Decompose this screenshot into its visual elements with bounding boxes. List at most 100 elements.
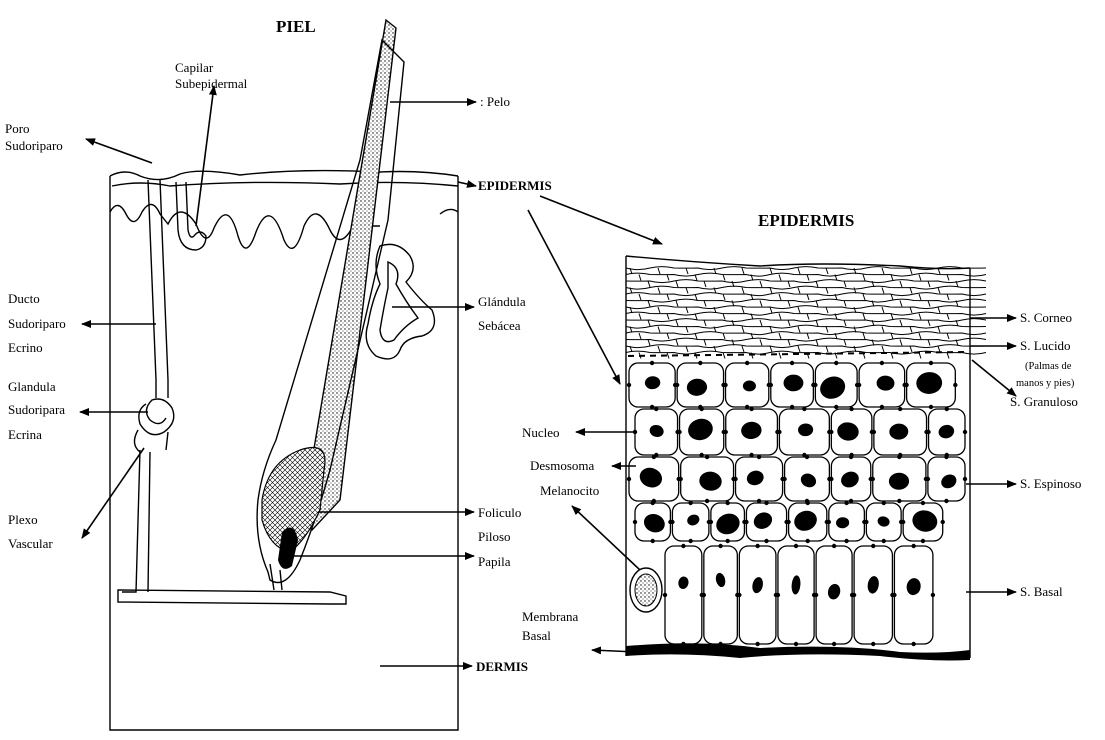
corneum-cell-edge (676, 340, 678, 346)
corneum-cell-edge (947, 333, 949, 339)
epidermal-cell (744, 501, 789, 543)
epidermal-cell (872, 407, 929, 457)
corneum-lamella (626, 280, 986, 283)
corneum-cell-edge (807, 314, 809, 320)
corneum-cell-edge (760, 340, 762, 346)
corneum-cell-edge (928, 340, 930, 346)
corneum-cell-edge (676, 301, 678, 307)
corneum-lamella (626, 338, 986, 341)
poro-arrow (86, 139, 152, 163)
corneum-cell-edge (816, 320, 818, 326)
corneum-cell-edge (742, 307, 744, 313)
epidermal-cell (901, 501, 945, 543)
epidermis-title: EPIDERMIS (758, 211, 854, 230)
epidermal-cell (737, 544, 778, 646)
epidermal-cell (852, 544, 895, 646)
corneum-cell-edge (779, 294, 781, 300)
corneum-cell-edge (919, 333, 921, 339)
epidermal-cell (829, 455, 873, 503)
corneum-cell-edge (807, 333, 809, 339)
corneum-cell-edge (704, 281, 706, 287)
corneum-cell-edge (928, 320, 930, 326)
corneum-cell-edge (798, 346, 800, 352)
desmosoma-label: Desmosoma (530, 458, 595, 473)
palmas-label-1: (Palmas de (1025, 361, 1072, 372)
corneum-cell-edge (947, 353, 949, 359)
corneum-cell-edge (658, 307, 660, 313)
piel-title: PIEL (276, 17, 316, 36)
corneum-cell-edge (648, 340, 650, 346)
corneum-cell-edge (910, 346, 912, 352)
connector-arrow-2 (528, 210, 620, 384)
epidermal-cell (786, 501, 829, 543)
epidermal-cell (678, 455, 735, 503)
corneum-cell-edge (639, 294, 641, 300)
corneum-cell-edge (947, 314, 949, 320)
lucido-label: S. Lucido (1020, 338, 1071, 353)
plexo-arrow (82, 448, 144, 538)
corneum-cell-edge (807, 294, 809, 300)
corneum-lamella (626, 345, 986, 348)
corneum-cell-edge (882, 327, 884, 333)
skin-surface-inner (112, 182, 458, 186)
corneum-cell-edge (938, 307, 940, 313)
epidermal-cell (670, 501, 711, 543)
epidermal-cell (864, 501, 903, 543)
corneum-cell-edge (667, 353, 669, 359)
corneum-cell-edge (844, 320, 846, 326)
membrana-label-1: Membrana (522, 609, 579, 624)
corneum-cell-edge (667, 333, 669, 339)
glandula-sudoripara-label-3: Ecrina (8, 427, 42, 442)
corneo-label: S. Corneo (1020, 310, 1072, 325)
sweat-duct (148, 180, 168, 398)
capillary-loop (176, 182, 206, 250)
corneum-cell-edge (788, 301, 790, 307)
epidermis-label: EPIDERMIS (478, 178, 552, 193)
corneum-cell-edge (928, 281, 930, 287)
corneum-cell-edge (788, 340, 790, 346)
corneum-cell-edge (658, 346, 660, 352)
sweat-gland-coil (134, 399, 173, 452)
sebaceous-gland (366, 244, 434, 359)
corneum-cell-edge (667, 275, 669, 281)
nucleo-label: Nucleo (522, 425, 560, 440)
epidermal-cell (904, 361, 957, 409)
epidermal-cell (892, 544, 935, 646)
plexo-label-2: Vascular (8, 536, 53, 551)
epidermal-cell (709, 501, 747, 543)
corneum-cell-edge (742, 268, 744, 274)
corneum-cell-edge (844, 340, 846, 346)
epidermal-cell (702, 544, 740, 646)
papila-label: Papila (478, 554, 511, 569)
epidermal-cell (926, 455, 967, 503)
epidermal-cell (777, 407, 831, 457)
corneum-cell-edge (928, 301, 930, 307)
corneum-cell-edge (798, 288, 800, 294)
vascular-vessel (122, 450, 150, 592)
corneum-cell-edge (742, 346, 744, 352)
corneum-cell-edge (863, 275, 865, 281)
epidermal-cell (827, 501, 867, 543)
corneum-cell-edge (844, 301, 846, 307)
corneum-cell-edge (900, 301, 902, 307)
poro-label-1: Poro (5, 121, 30, 136)
plexo-label-1: Plexo (8, 512, 38, 527)
stratum-corneum (626, 267, 986, 359)
epidermal-cell (782, 455, 831, 503)
vessel-to-papilla (270, 564, 282, 590)
corneum-cell-edge (704, 301, 706, 307)
melanocito-arrow (572, 506, 640, 570)
corneum-cell-edge (910, 307, 912, 313)
corneum-cell-edge (788, 320, 790, 326)
capilar-arrow (196, 86, 214, 226)
epidermal-cell (663, 544, 704, 646)
corneum-cell-edge (947, 275, 949, 281)
epidermal-cell (769, 361, 816, 409)
epidermal-cell (724, 407, 780, 457)
pelo-label: : Pelo (480, 94, 510, 109)
corneum-cell-edge (667, 294, 669, 300)
corneum-lamella (626, 312, 986, 315)
corneum-cell-edge (658, 288, 660, 294)
foliculo-label-2: Piloso (478, 529, 511, 544)
corneum-cell-edge (686, 327, 688, 333)
